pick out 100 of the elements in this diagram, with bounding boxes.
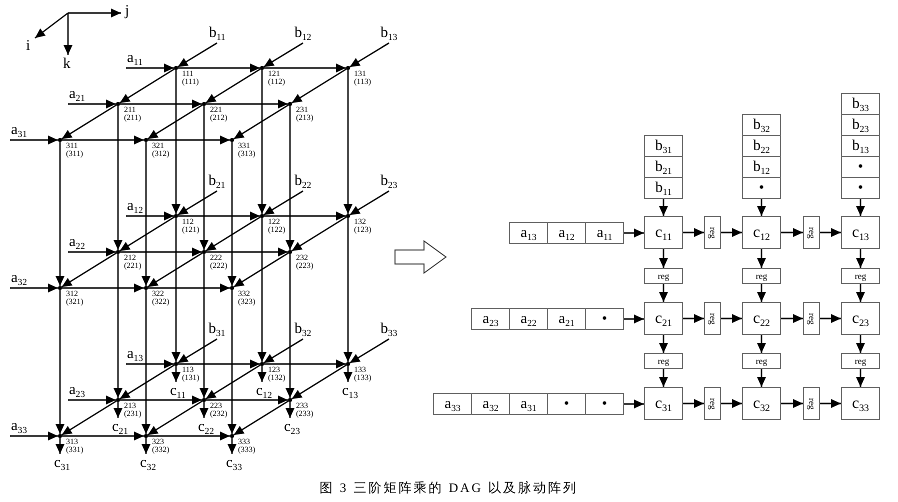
register-box: reg: [803, 387, 820, 420]
arrow: [178, 360, 260, 368]
arrow: [120, 396, 202, 404]
queue-cell: b$_{33}$: [841, 93, 880, 115]
queue-cell: •: [585, 308, 624, 330]
arrow: [228, 438, 236, 454]
arrow: [659, 249, 668, 268]
element-label: b$_{23}$: [380, 173, 398, 189]
coordinate-label: (331): [66, 446, 84, 454]
arrow: [56, 142, 64, 286]
element-label: b$_{33}$: [380, 321, 398, 337]
arrow: [177, 338, 218, 364]
coordinate-label: 313: [66, 438, 78, 446]
arrow: [148, 284, 230, 292]
arrow: [148, 432, 230, 440]
arrow: [68, 100, 116, 108]
register-box: reg: [704, 216, 721, 249]
arrow: [142, 438, 150, 454]
arrow: [233, 252, 289, 288]
element-label: a$_{12}$: [127, 198, 143, 214]
arrow: [820, 228, 841, 237]
arrow: [178, 212, 260, 220]
coordinate-label: 113: [182, 366, 194, 374]
coordinate-label: (321): [66, 298, 84, 306]
queue-cell: •: [841, 177, 880, 199]
coordinate-label: (332): [152, 446, 170, 454]
element-label: a$_{33}$: [11, 418, 27, 434]
queue-cell: b$_{22}$: [742, 135, 781, 157]
coordinate-label: (233): [296, 410, 314, 418]
arrow: [228, 142, 236, 286]
junction-dot: [346, 214, 350, 218]
coordinate-label: 321: [152, 142, 164, 150]
queue-cell: b$_{21}$: [644, 156, 683, 178]
register-box: reg: [742, 353, 781, 369]
arrow: [856, 369, 865, 387]
arrow: [624, 400, 644, 408]
element-label: c$_{32}$: [140, 455, 156, 471]
coordinate-label: 213: [124, 402, 136, 410]
arrow: [200, 254, 208, 398]
element-label: c$_{11}$: [170, 383, 186, 399]
arrow: [263, 338, 304, 364]
coordinate-label: (123): [354, 226, 372, 234]
coordinate-label: (213): [296, 114, 314, 122]
coordinate-label: (312): [152, 150, 170, 158]
queue-cell: •: [742, 177, 781, 199]
arrow: [263, 42, 304, 68]
coordinate-label: (322): [152, 298, 170, 306]
arrow: [200, 402, 208, 418]
arrow: [291, 68, 347, 104]
arrow: [10, 284, 58, 292]
arrow: [659, 369, 668, 387]
coordinate-label: 222: [210, 254, 222, 262]
queue-cell: a$_{12}$: [547, 222, 586, 244]
queue-cell: •: [841, 156, 880, 178]
element-label: b$_{31}$: [208, 321, 226, 337]
junction-dot: [230, 434, 234, 438]
arrow: [291, 216, 347, 252]
element-label: b$_{11}$: [209, 25, 226, 41]
processing-element: c$_{31}$: [644, 387, 683, 420]
coordinate-label: (211): [124, 114, 142, 122]
arrow: [172, 70, 180, 214]
coordinate-label: 232: [296, 254, 308, 262]
arrow: [172, 218, 180, 362]
axis-label: i: [26, 38, 30, 54]
coordinate-label: 223: [210, 402, 222, 410]
register-box: reg: [644, 353, 683, 369]
processing-element: c$_{22}$: [742, 302, 781, 335]
junction-dot: [144, 286, 148, 290]
caption: 图 3 三阶矩阵乘的 DAG 以及脉动阵列: [320, 480, 578, 495]
arrow: [349, 42, 390, 68]
arrow: [56, 438, 64, 454]
arrow: [683, 228, 704, 237]
junction-dot: [288, 102, 292, 106]
coordinate-label: 132: [354, 218, 366, 226]
coordinate-label: (133): [354, 374, 372, 382]
arrow: [349, 338, 390, 364]
arrow: [114, 402, 122, 418]
element-label: a$_{22}$: [69, 234, 85, 250]
arrow: [757, 335, 766, 353]
element-label: c$_{12}$: [256, 383, 272, 399]
arrow: [68, 248, 116, 256]
arrow: [114, 106, 122, 250]
arrow: [206, 248, 288, 256]
coordinate-label: (122): [268, 226, 286, 234]
arrow: [757, 249, 766, 268]
arrow: [147, 400, 203, 436]
junction-dot: [260, 66, 264, 70]
coordinate-label: 123: [268, 366, 280, 374]
element-label: b$_{32}$: [294, 321, 312, 337]
element-label: a$_{31}$: [11, 122, 27, 138]
arrow: [258, 366, 266, 382]
arrow: [114, 254, 122, 398]
arrow: [147, 104, 203, 140]
register-box: reg: [742, 268, 781, 284]
junction-dot: [346, 362, 350, 366]
arrow: [177, 190, 218, 216]
junction-dot: [116, 398, 120, 402]
junction-dot: [116, 250, 120, 254]
element-label: c$_{23}$: [284, 419, 300, 435]
coordinate-label: (313): [238, 150, 256, 158]
